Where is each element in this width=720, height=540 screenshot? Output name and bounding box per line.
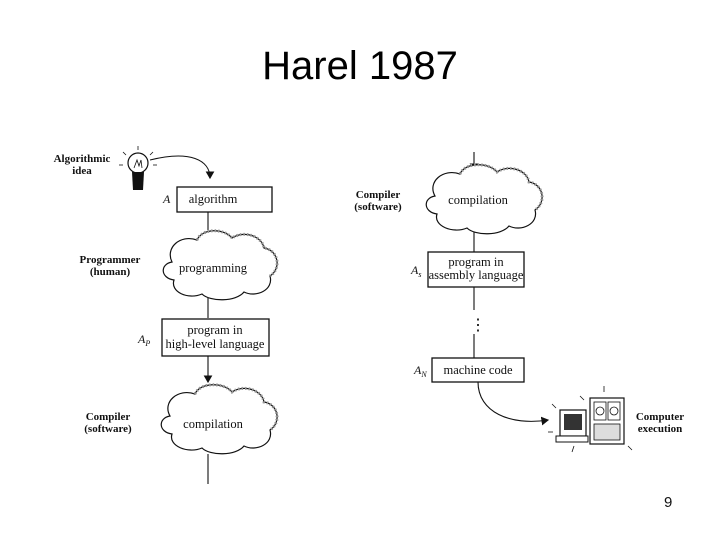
algorithm-box-label: algorithm	[189, 192, 238, 206]
page-number: 9	[664, 494, 673, 511]
sym-ap: AP	[137, 332, 150, 348]
left-compiler-label-line1: Compiler	[86, 411, 131, 423]
ellipsis: ⋮	[470, 317, 486, 334]
execution-arrow	[477, 381, 550, 426]
assembly-program-box: program in assembly language	[427, 251, 525, 288]
left-compilation-cloud: compilation	[160, 383, 279, 455]
assembly-box-line1: program in	[448, 255, 504, 269]
computer-execution-label-line2: execution	[638, 423, 683, 435]
right-compiler-label-line1: Compiler	[356, 189, 401, 201]
programmer-label-line2: (human)	[90, 266, 131, 278]
sym-an: AN	[413, 363, 427, 379]
assembly-box-line2: assembly language	[429, 268, 524, 282]
right-compilation-label: compilation	[448, 193, 508, 207]
programming-cloud: programming	[162, 229, 279, 301]
programming-cloud-label: programming	[179, 261, 248, 275]
machine-code-label: machine code	[443, 363, 513, 377]
algorithmic-idea-label-line2: idea	[72, 165, 92, 177]
high-level-box-line1: program in	[187, 323, 243, 337]
computer-execution-label-line1: Computer	[636, 411, 684, 423]
slide-title: Harel 1987	[262, 44, 458, 88]
right-compilation-cloud: compilation	[425, 163, 544, 235]
high-level-program-box: program in high-level language	[161, 318, 270, 357]
sym-a: A	[162, 192, 171, 206]
high-level-box-line2: high-level language	[166, 337, 265, 351]
light-bulb-icon	[119, 146, 157, 190]
left-compilation-label: compilation	[183, 417, 243, 431]
computer-icon	[548, 386, 633, 453]
algorithmic-idea-label-line1: Algorithmic	[54, 153, 111, 165]
sym-as: As	[410, 263, 421, 279]
algorithm-box: algorithm	[176, 186, 273, 213]
idea-arrow	[149, 155, 215, 180]
machine-code-box: machine code	[431, 357, 525, 383]
right-compiler-label-line2: (software)	[354, 201, 402, 213]
left-compiler-label-line2: (software)	[84, 423, 132, 435]
programmer-label-line1: Programmer	[80, 254, 141, 266]
